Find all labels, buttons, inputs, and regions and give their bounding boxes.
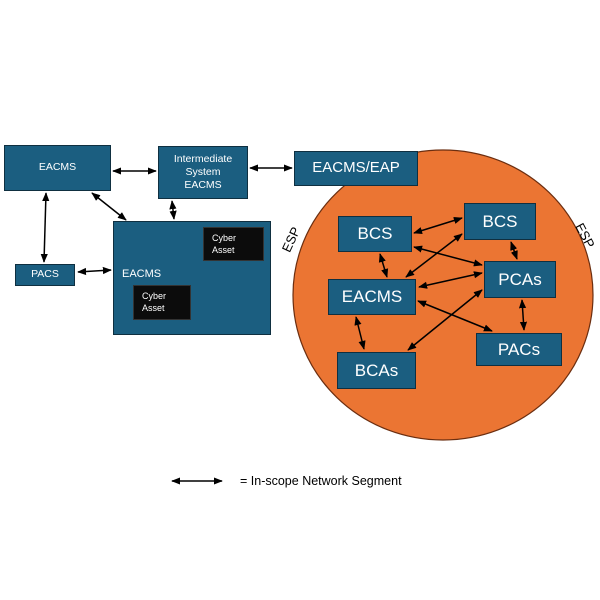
legend-text: = In-scope Network Segment [240, 474, 402, 488]
connection-eacms-esp-to-bcas [354, 316, 366, 350]
cyber-asset-1-line1: Cyber [212, 233, 237, 243]
bcs-1-label: BCS [357, 224, 393, 244]
cyber-asset-2-line2: Asset [142, 303, 165, 314]
pcas-box: PCAs [484, 261, 556, 298]
connection-bcs-2-to-eacms-esp [405, 233, 463, 278]
bcas-label: BCAs [354, 360, 399, 380]
eacms-top-box: EACMS [4, 145, 111, 191]
connection-bcs-2-to-pcas [510, 241, 518, 260]
connection-pcas-to-pacs-esp [518, 299, 528, 331]
intermediate-label-line1: Intermediate [173, 152, 233, 165]
cyber-asset-1-line2: Asset [212, 245, 235, 256]
connection-eacms-top-to-eacms-group [91, 192, 127, 221]
connection-bcs-1-to-bcs-2 [413, 216, 463, 235]
pacs-esp-box: PACs [476, 333, 562, 366]
cyber-asset-2-box: Cyber Asset [133, 285, 191, 320]
connection-pacs-to-eacms-group [77, 266, 112, 276]
eacms-esp-label: EACMS [341, 287, 403, 307]
cyber-asset-1-box: Cyber Asset [203, 227, 264, 261]
connection-eacms-esp-to-pcas [418, 271, 483, 289]
eacms-eap-box: EACMS/EAP [294, 151, 418, 186]
intermediate-label-line3: EACMS [184, 179, 222, 192]
eacms-top-label: EACMS [38, 161, 77, 174]
pacs-box: PACS [15, 264, 75, 286]
intermediate-label-line2: System [185, 165, 221, 178]
eacms-eap-label: EACMS/EAP [312, 159, 400, 177]
connection-eacms-top-to-pacs [40, 192, 50, 263]
pacs-label: PACS [31, 268, 59, 281]
pacs-esp-label: PACs [497, 339, 541, 359]
bcas-box: BCAs [337, 352, 416, 389]
cyber-asset-2-line1: Cyber [142, 291, 167, 301]
connection-intermediate-to-eacms-group [169, 200, 177, 220]
eacms-esp-box: EACMS [328, 279, 416, 315]
bcs-2-box: BCS [464, 203, 536, 240]
pcas-label: PCAs [498, 269, 542, 289]
bcs-2-label: BCS [482, 211, 518, 231]
connection-bcs-1-to-eacms-esp [378, 253, 389, 278]
bcs-1-box: BCS [338, 216, 412, 252]
connection-pcas-to-bcas [407, 289, 483, 351]
connection-arrows [40, 164, 528, 351]
intermediate-system-eacms-box: Intermediate System EACMS [158, 146, 248, 199]
eacms-group-label: EACMS [122, 268, 162, 280]
